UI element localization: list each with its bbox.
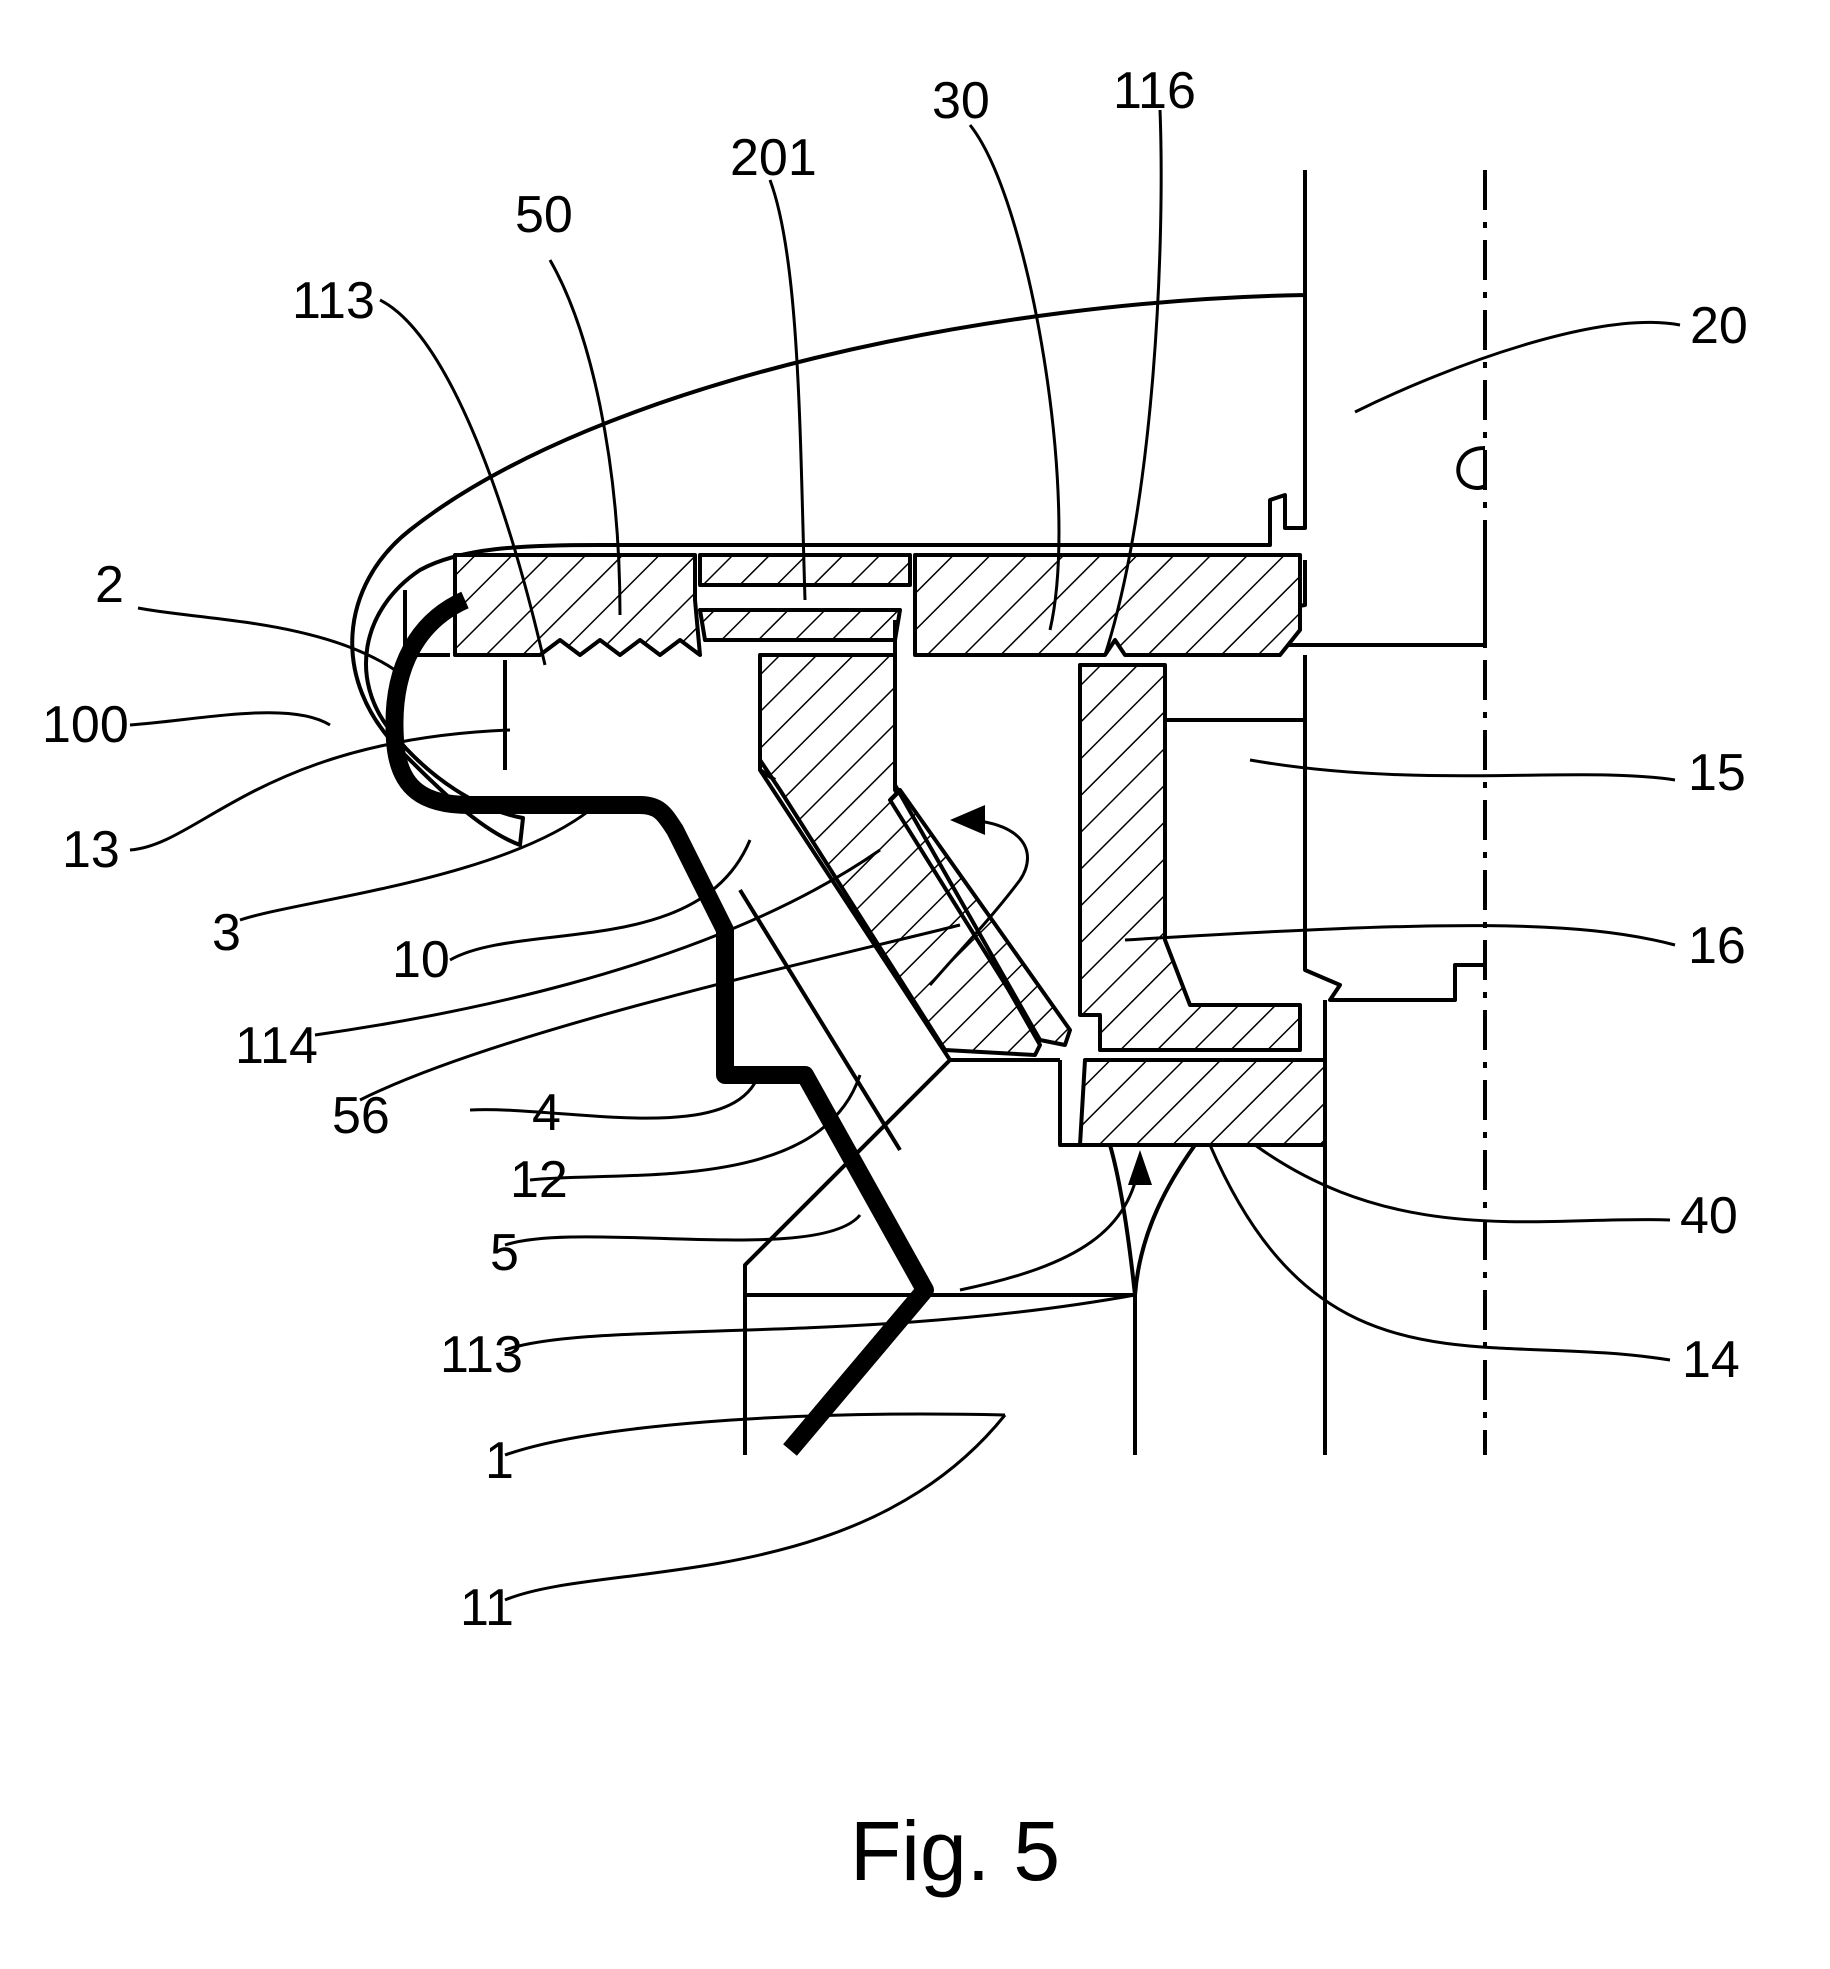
label-20: 20 [1690,297,1748,355]
label-4: 4 [532,1084,561,1142]
lid-dome [352,170,1485,845]
label-56: 56 [332,1087,390,1145]
label-16: 16 [1688,917,1746,975]
label-5: 5 [490,1224,519,1282]
sleeve-16 [1080,665,1300,1050]
label-114: 113 [440,1326,523,1384]
label-116: 116 [1113,62,1196,120]
label-1: 1 [485,1432,514,1490]
label-15: 15 [1688,744,1746,802]
label-200: 114 [235,1017,318,1075]
figure-caption: Fig. 5 [850,1804,1060,1898]
label-40: 40 [1680,1187,1738,1245]
label-14: 14 [1682,1331,1740,1389]
seal-201-lower [700,610,900,640]
label-3: 3 [212,904,241,962]
label-30: 30 [932,72,990,130]
label-12: 12 [510,1151,568,1209]
axis-notch [1458,448,1485,488]
body-200 [760,655,1040,1055]
label-100: 100 [42,696,129,754]
label-50: 50 [515,186,573,244]
label-11: 11 [460,1579,514,1637]
hatched-sections [455,555,1325,1145]
label-113-final: 113 [292,272,375,330]
plate-50 [455,555,700,655]
plate-30 [915,555,1300,655]
label-201: 201 [730,129,817,187]
label-13: 13 [62,821,120,879]
label-2: 2 [95,556,124,614]
ring-40 [1080,1060,1325,1145]
label-10: 10 [392,931,450,989]
